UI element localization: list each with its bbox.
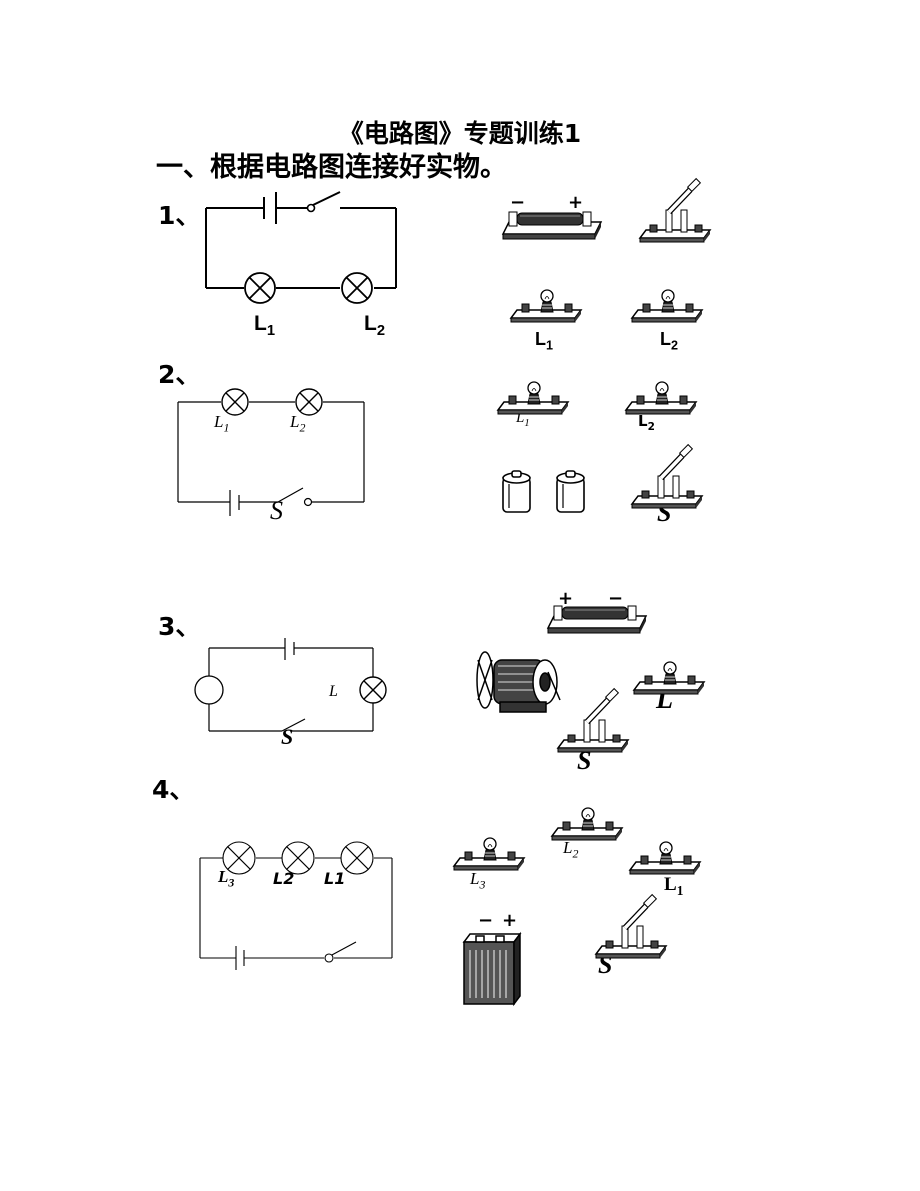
q4-battery-minus-label: − (478, 910, 494, 931)
q4-component-label-l1: L1 (664, 874, 684, 898)
q1-battery-plus-label: + (568, 192, 584, 213)
q2-diagram-label-l1: L1 (214, 412, 230, 435)
q1-component-label-l1: L1 (535, 329, 554, 353)
q1-component-label-l2: L2 (660, 329, 679, 353)
q2-diagram-label-l2: L2 (290, 412, 306, 435)
q4-diagram-label-l1: L1 (324, 869, 346, 888)
q4-diagram-label-l2: L2 (273, 869, 295, 888)
q2-component-label-l1: L1 (516, 410, 530, 429)
page-title: 《电路图》专题训练1 (338, 119, 582, 148)
q2-component-label-l2: L2 (638, 412, 655, 433)
battery-box-icon (462, 931, 522, 1007)
question-4-number: 4、 (152, 775, 195, 804)
q1-battery-minus-label: − (510, 192, 526, 213)
section-heading: 一、根据电路图连接好实物。 (156, 152, 507, 183)
q2-diagram-label-s: S (270, 496, 283, 525)
q3-component-label-s: S (577, 746, 592, 775)
q3-battery-minus-label: − (608, 588, 624, 609)
q4-component-label-l3: L3 (470, 869, 486, 892)
q4-diagram-label-l3: L3 (218, 867, 235, 890)
question-1-number: 1、 (158, 201, 201, 230)
q3-battery-plus-label: + (558, 588, 574, 609)
q1-diagram-label-l1: L1 (254, 312, 275, 340)
q4-component-label-l2: L2 (563, 838, 579, 861)
q4-battery-plus-label: + (502, 910, 518, 931)
motor-icon (476, 651, 561, 713)
question-3-number: 3、 (158, 612, 201, 641)
question-2-number: 2、 (158, 360, 201, 389)
q1-diagram-label-l2: L2 (364, 312, 385, 340)
q3-diagram-label-l: L (329, 683, 338, 700)
